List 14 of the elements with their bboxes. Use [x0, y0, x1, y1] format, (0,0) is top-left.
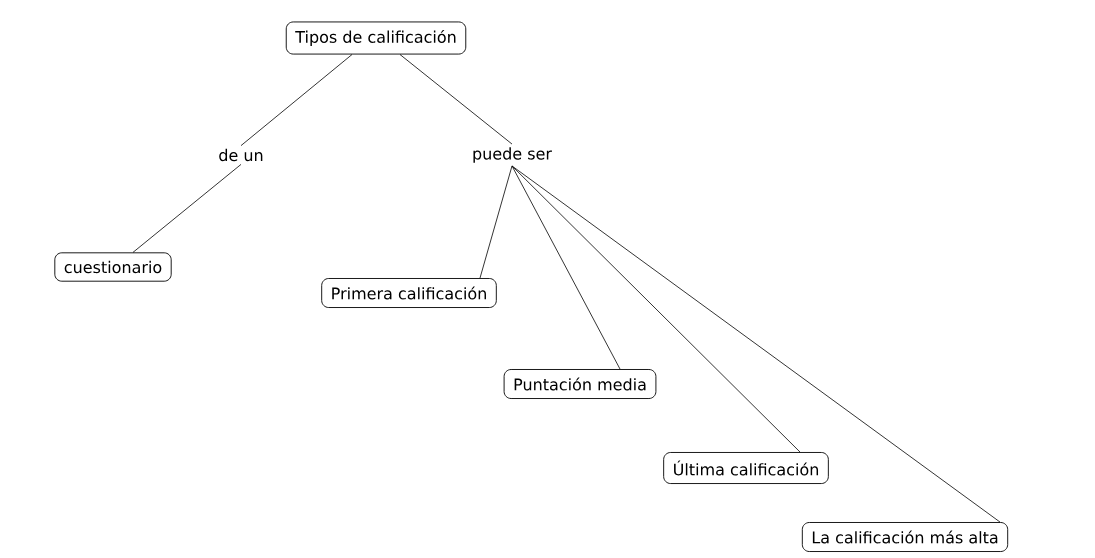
concept-box: Tipos de calificación [285, 21, 467, 55]
concept-box: cuestionario [54, 252, 172, 282]
connector-line [399, 54, 513, 145]
concept-box: Primera calificación [321, 278, 497, 308]
concept-box: Puntación media [503, 369, 657, 399]
connector-line [479, 165, 513, 279]
connector-line [511, 165, 1001, 523]
concept-box: Última calificación [663, 452, 829, 484]
linking-phrase: puede ser [469, 144, 555, 166]
connector-line [240, 54, 353, 146]
connector-line [132, 164, 242, 253]
concept-box: La calificación más alta [801, 522, 1009, 552]
linking-phrase: de un [215, 145, 267, 165]
connector-line [511, 165, 621, 370]
